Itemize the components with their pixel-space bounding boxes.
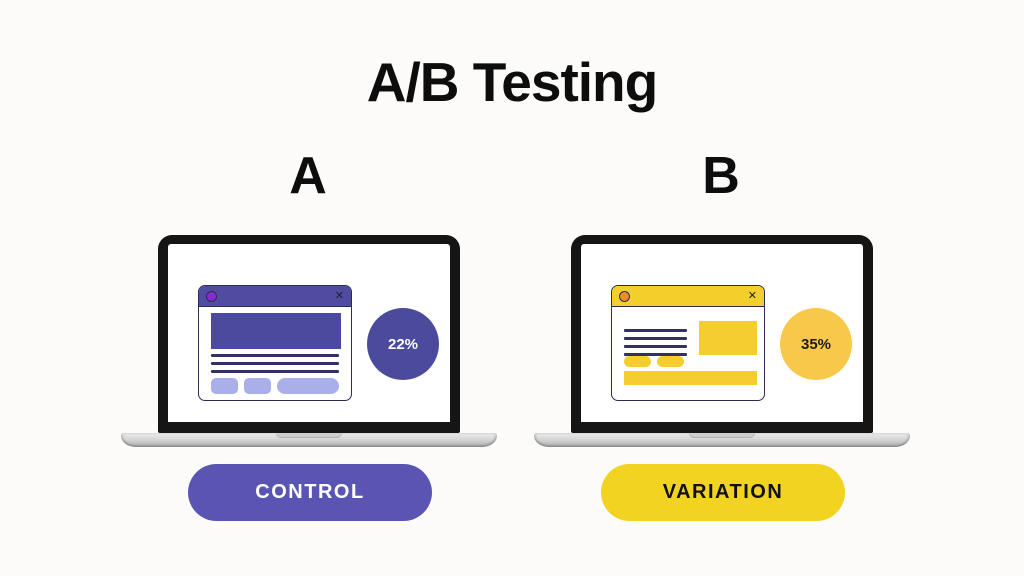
button-placeholder-wide [277, 378, 339, 394]
text-line [624, 329, 687, 332]
window-b-titlebar: ✕ [612, 286, 764, 307]
conversion-value-b: 35% [800, 335, 832, 353]
variant-a-section: A ✕ 22% CONTROL [121, 0, 518, 576]
page-title: A/B Testing [366, 51, 658, 113]
conversion-circle-b: 35% [780, 308, 852, 380]
conversion-value-a: 22% [387, 335, 419, 353]
text-line [624, 353, 687, 356]
variant-a-label: A [289, 147, 327, 205]
variation-badge: VARIATION [601, 464, 845, 521]
variant-b-label: B [702, 147, 740, 205]
button-placeholder [624, 356, 651, 367]
close-icon: ✕ [747, 289, 757, 302]
text-line [624, 345, 687, 348]
window-a-body [199, 307, 351, 400]
text-line [211, 362, 339, 365]
button-placeholder [211, 378, 238, 394]
banner-bar [624, 371, 757, 385]
browser-window-a: ✕ [198, 285, 352, 401]
window-dot-icon [619, 290, 630, 302]
browser-window-b: ✕ [611, 285, 765, 401]
conversion-circle-a: 22% [367, 308, 439, 380]
laptop-b-notch [689, 433, 755, 438]
text-line [211, 370, 339, 373]
window-a-titlebar: ✕ [199, 286, 351, 307]
text-line [211, 354, 339, 357]
laptop-a-base [121, 433, 497, 447]
laptop-a-notch [276, 433, 342, 438]
button-placeholder [244, 378, 271, 394]
window-dot-icon [206, 290, 217, 302]
close-icon: ✕ [334, 289, 344, 302]
variant-b-section: B ✕ 35% VARIATI [534, 0, 931, 576]
button-placeholder [657, 356, 684, 367]
control-badge: CONTROL [188, 464, 432, 521]
window-b-body [612, 307, 764, 400]
hero-block [211, 313, 341, 349]
image-block [699, 321, 757, 355]
text-line [624, 337, 687, 340]
laptop-b-base [534, 433, 910, 447]
